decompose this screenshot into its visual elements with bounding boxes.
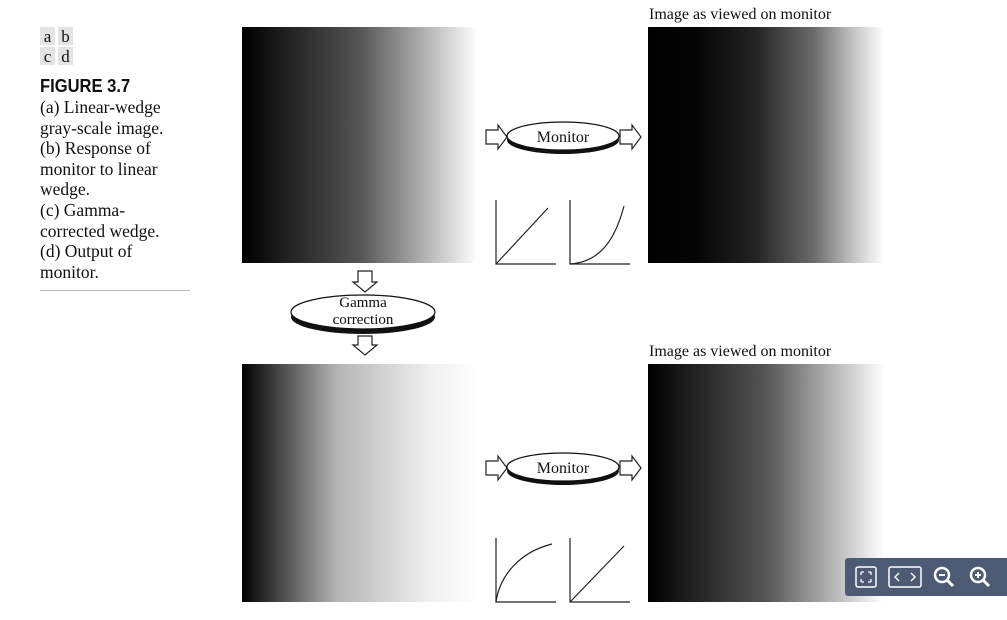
panel-letter-grid: a b c d [40,27,73,67]
transfer-curves-bottom [495,538,630,603]
transfer-curves-top [495,200,630,265]
gamma-corrected-wedge-image [242,364,478,602]
zoom-in-icon [969,566,991,588]
monitor-block-bottom: Monitor [485,452,642,485]
caption-line: (b) Response of [40,138,151,159]
arrow-right-icon [619,454,642,482]
figure-label: FIGURE 3.7 [40,76,131,96]
caption-divider [40,290,190,291]
caption-line: (a) Linear-wedge [40,97,161,117]
monitor-block-top: Monitor [485,121,642,154]
caption-line: wedge. [40,179,91,200]
arrow-down-icon [351,270,379,293]
viewed-on-monitor-label-bottom: Image as viewed on monitor [649,343,832,360]
linear-wedge-image [242,27,478,263]
zoom-out-icon [933,566,955,588]
gamma-label-line2: correction [333,312,394,328]
gamma-ellipse [290,294,436,330]
monitor-response-image [648,27,884,263]
caption-line: (d) Output of [40,241,133,262]
arrow-right-icon [485,123,508,151]
caption-line: monitor. [40,261,99,282]
zoom-in-button[interactable] [965,562,995,592]
arrow-down-icon [351,335,379,356]
root-curve-icon [495,538,556,603]
page-nav-icon [888,566,922,588]
fit-page-button[interactable] [851,562,881,592]
monitor-ellipse [506,452,620,482]
monitor-label: Monitor [537,129,590,146]
fit-page-icon [855,566,877,588]
viewed-on-monitor-label-top: Image as viewed on monitor [649,6,832,23]
zoom-out-button[interactable] [929,562,959,592]
caption-line: (c) Gamma- [40,199,126,220]
caption-line: gray-scale image. [40,117,164,138]
gamma-label-line1: Gamma [339,295,387,311]
arrow-right-icon [619,123,642,151]
panel-letter-a: a [40,27,55,46]
monitor-ellipse [506,121,620,151]
viewer-toolbar [845,558,1007,596]
figure-caption: (a) Linear-wedge gray-scale image. (b) R… [40,97,190,282]
arrow-right-icon [485,454,508,482]
monitor-label: Monitor [537,460,590,477]
power-curve-icon [569,200,630,265]
page-nav-button[interactable] [887,562,923,592]
gamma-correction-block: Gamma correction [290,270,436,356]
panel-letter-b: b [58,27,73,46]
panel-letter-d: d [58,47,73,66]
caption-line: corrected wedge. [40,220,160,241]
panel-letter-c: c [40,47,55,66]
caption-line: monitor to linear [40,158,158,179]
monitor-output-image [648,364,884,602]
